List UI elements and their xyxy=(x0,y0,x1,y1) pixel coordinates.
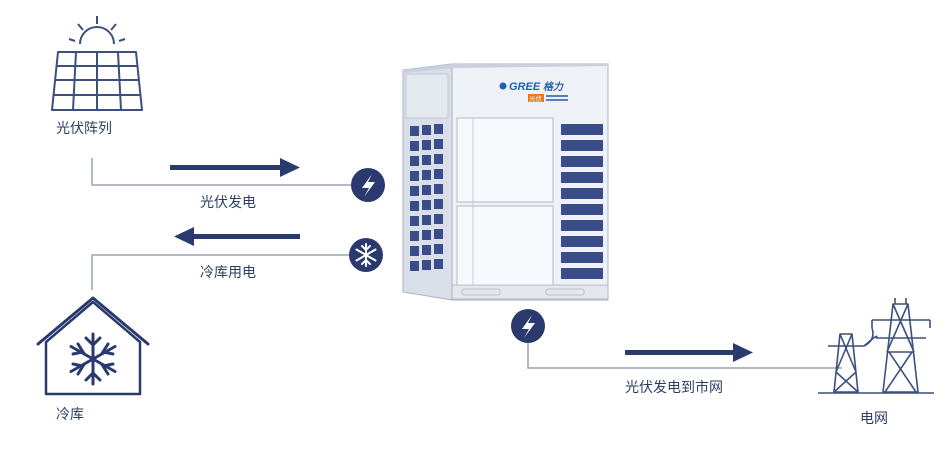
label-pv-to-grid: 光伏发电到市网 xyxy=(625,380,723,396)
label-pv-array: 光伏阵列 xyxy=(56,121,112,137)
side-grille xyxy=(410,124,443,271)
flow-lines xyxy=(91,158,842,369)
house-snowflake-icon xyxy=(36,296,150,396)
front-grille xyxy=(561,124,603,279)
label-cold-storage-power: 冷库用电 xyxy=(200,265,256,281)
arrow-right-grid xyxy=(625,343,753,362)
logo-script: 格力 xyxy=(543,81,564,93)
power-tower-icon xyxy=(818,298,934,394)
outdoor-unit: GREE 格力 光伏 xyxy=(402,63,609,301)
label-cold-storage: 冷库 xyxy=(56,407,84,423)
arrow-left-load xyxy=(174,227,300,246)
lightning-icon xyxy=(351,168,385,202)
solar-panel-icon xyxy=(51,16,143,111)
brand-logo: GREE 格力 光伏 xyxy=(499,81,568,103)
label-pv-generation: 光伏发电 xyxy=(200,195,256,211)
arrow-right-pv xyxy=(170,158,300,177)
lightning-icon xyxy=(511,309,545,343)
logo-text: GREE xyxy=(509,81,541,93)
label-grid: 电网 xyxy=(860,411,888,427)
snowflake-icon xyxy=(349,238,383,272)
logo-badge: 光伏 xyxy=(529,94,543,103)
